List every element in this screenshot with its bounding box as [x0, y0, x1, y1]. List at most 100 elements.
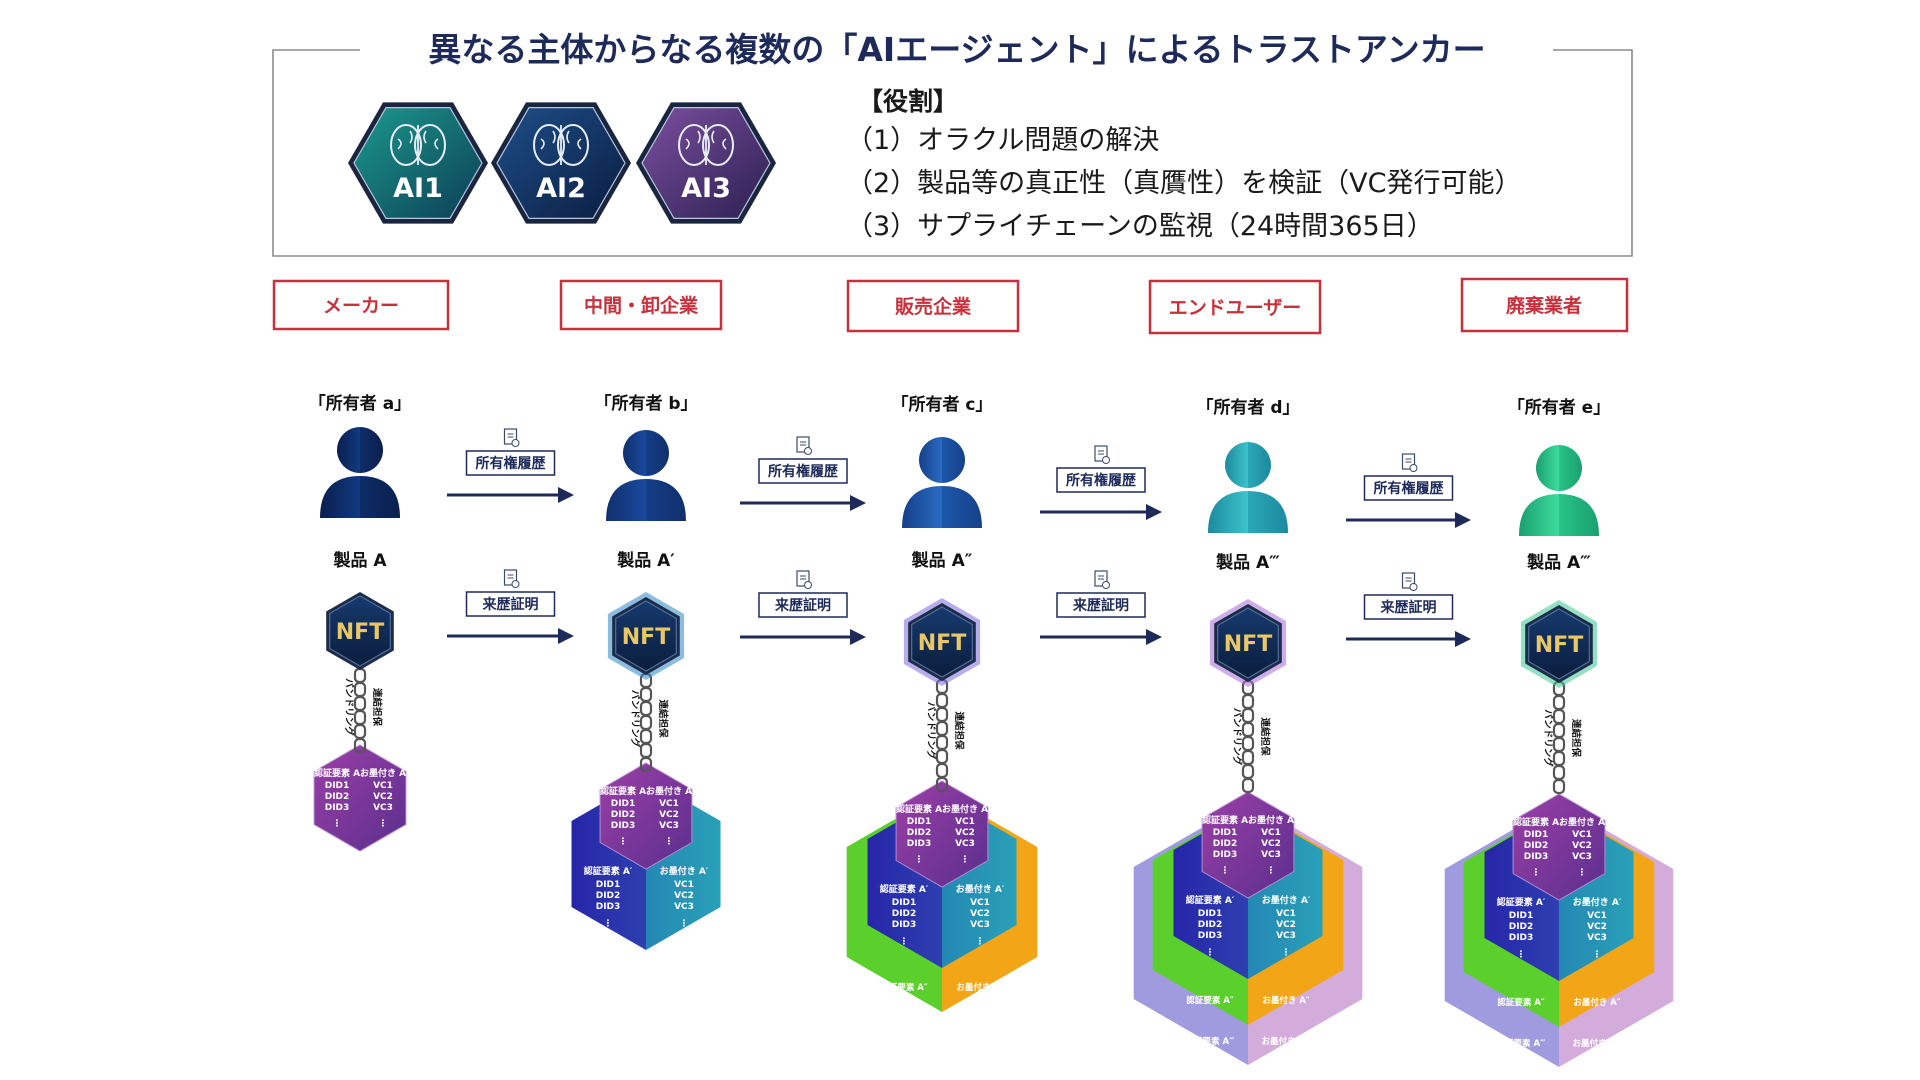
- bundling-label: バンドリング: [1231, 708, 1243, 766]
- vc-label: VC1: [1261, 828, 1281, 838]
- stage-disposal: 廃棄業者: [1460, 277, 1629, 333]
- vc-label: VC1: [955, 817, 975, 827]
- did-label: DID2: [907, 828, 932, 838]
- stage-retailer: 販売企業: [846, 279, 1020, 333]
- stage-end-user: エンドユーザー: [1148, 279, 1322, 335]
- chain-icon: [639, 672, 653, 773]
- owner-b: 「所有者 b」製品 A′: [594, 393, 697, 571]
- vc-label: VC1: [970, 898, 990, 908]
- owners: 「所有者 a」製品 A「所有者 b」製品 A′「所有者 c」製品 A″「所有者 …: [309, 393, 1610, 573]
- vc-label: VC3: [373, 803, 393, 813]
- more-label: ⋮: [1282, 948, 1291, 958]
- product-label: 製品 A″: [911, 550, 973, 571]
- owner-d: 「所有者 d」製品 A‴: [1196, 397, 1299, 573]
- product-stack-5: 認証要素 A‴お墨付き A‴認証要素 A″お墨付き A″認証要素 A′お墨付き …: [1444, 600, 1674, 1067]
- bundling-label: バンドリング: [343, 678, 355, 736]
- ring2-cert-label: お墨付き A″: [1262, 995, 1310, 1006]
- vc-label: VC3: [955, 839, 975, 849]
- transfer-tag: 来歴証明: [465, 591, 556, 617]
- core-cert-label: お墨付き A: [1248, 814, 1294, 826]
- transfer-tag: 所有権履歴: [465, 450, 556, 476]
- collateral-label: 連結担保: [1570, 719, 1582, 758]
- core-cert-label: お墨付き A: [646, 785, 692, 797]
- transfer-tag-label: 来歴証明: [482, 596, 539, 613]
- role-item-2: （2）製品等の真正性（真贋性）を検証（VC発行可能）: [846, 168, 1522, 199]
- did-label: DID2: [1198, 920, 1223, 930]
- vc-label: VC3: [659, 821, 679, 831]
- page-title: 異なる主体からなる複数の「AIエージェント」によるトラストアンカー: [428, 30, 1485, 69]
- more-label: ⋮: [665, 837, 674, 847]
- core-auth-label: 認証要素 A: [600, 785, 646, 797]
- vc-label: VC1: [1587, 911, 1607, 921]
- transfer-tag-label: 来歴証明: [774, 597, 831, 614]
- vc-label: VC1: [659, 799, 679, 809]
- ring3-auth-label: 認証要素 A‴: [1186, 1036, 1236, 1047]
- vc-label: VC2: [1587, 922, 1607, 932]
- person-icon: [902, 437, 982, 528]
- vc-label: VC2: [955, 828, 975, 838]
- nft-badge: NFT: [903, 598, 981, 686]
- vc-label: VC2: [970, 909, 990, 919]
- more-label: ⋮: [976, 937, 985, 947]
- owner-c: 「所有者 c」製品 A″: [892, 394, 993, 571]
- ai-agent-3: AI3: [636, 102, 776, 224]
- product-label: 製品 A‴: [1215, 552, 1280, 573]
- document-icon: [503, 428, 520, 447]
- document-icon: [1401, 453, 1418, 472]
- nft-badge: NFT: [1209, 599, 1287, 687]
- vc-label: VC1: [1572, 830, 1592, 840]
- ring2-cert-label: お墨付き A″: [956, 982, 1004, 993]
- roles-heading: 【役割】: [858, 87, 958, 116]
- owner-label: 「所有者 c」: [892, 394, 993, 415]
- more-label: ⋮: [619, 837, 628, 847]
- vc-label: VC1: [674, 880, 694, 890]
- ownership-arrow-2: 所有権履歴: [740, 436, 866, 511]
- stage-label: 販売企業: [895, 295, 972, 318]
- product-stack-2: 認証要素 A′お墨付き A′DID1DID2DID3VC1VC2VC3⋮⋮認証要…: [571, 592, 721, 950]
- core-auth-label: 認証要素 A: [1513, 816, 1559, 828]
- ai-agent-label: AI2: [536, 173, 586, 204]
- transfer-tag-label: 所有権履歴: [768, 463, 838, 480]
- product-label: 製品 A′: [616, 550, 675, 571]
- did-label: DID3: [1524, 852, 1549, 862]
- more-label: ⋮: [1221, 866, 1230, 876]
- vc-label: VC3: [970, 920, 990, 930]
- collateral-label: 連結担保: [1259, 717, 1271, 756]
- bundle-hexagon: 認証要素 A‴お墨付き A‴認証要素 A″お墨付き A″認証要素 A′お墨付き …: [1133, 791, 1363, 1065]
- ring2-auth-label: 認証要素 A″: [1497, 997, 1545, 1008]
- document-icon: [1094, 445, 1110, 464]
- nft-badge: NFT: [326, 592, 394, 670]
- stage-label: 中間・卸企業: [584, 294, 699, 317]
- chain-icon: [353, 667, 367, 754]
- provenance-arrow-1: 来歴証明: [447, 569, 574, 644]
- more-label: ⋮: [1532, 868, 1541, 878]
- document-icon: [796, 436, 812, 455]
- nft-label: NFT: [1535, 633, 1583, 658]
- ring1-cert-label: お墨付き A′: [956, 883, 1005, 895]
- nft-label: NFT: [622, 625, 670, 650]
- did-label: DID1: [1524, 830, 1549, 840]
- vc-label: VC3: [674, 902, 694, 912]
- transfer-tag-label: 来歴証明: [1072, 597, 1129, 614]
- document-icon: [1094, 570, 1110, 589]
- core-auth-label: 認証要素 A: [314, 767, 360, 779]
- did-label: DID1: [325, 781, 350, 791]
- ring2-cert-label: お墨付き A″: [1573, 997, 1621, 1008]
- did-label: DID2: [1524, 841, 1549, 851]
- ai-agent-1: AI1: [348, 102, 488, 224]
- did-label: DID3: [1509, 933, 1534, 943]
- ring3-cert-label: お墨付き A‴: [1573, 1038, 1623, 1049]
- more-label: ⋮: [915, 855, 924, 865]
- more-label: ⋮: [604, 919, 613, 929]
- ring1-auth-label: 認証要素 A′: [1186, 894, 1235, 906]
- vc-label: VC2: [659, 810, 679, 820]
- provenance-arrow-2: 来歴証明: [740, 570, 866, 645]
- nft-label: NFT: [918, 631, 966, 656]
- bundle-hexagon: 認証要素 A″お墨付き A″認証要素 A′お墨付き A′DID1DID2DID3…: [846, 780, 1038, 1012]
- nft-badge: NFT: [607, 592, 685, 680]
- collateral-label: 連結担保: [657, 699, 669, 738]
- transfer-tag: 来歴証明: [758, 592, 848, 618]
